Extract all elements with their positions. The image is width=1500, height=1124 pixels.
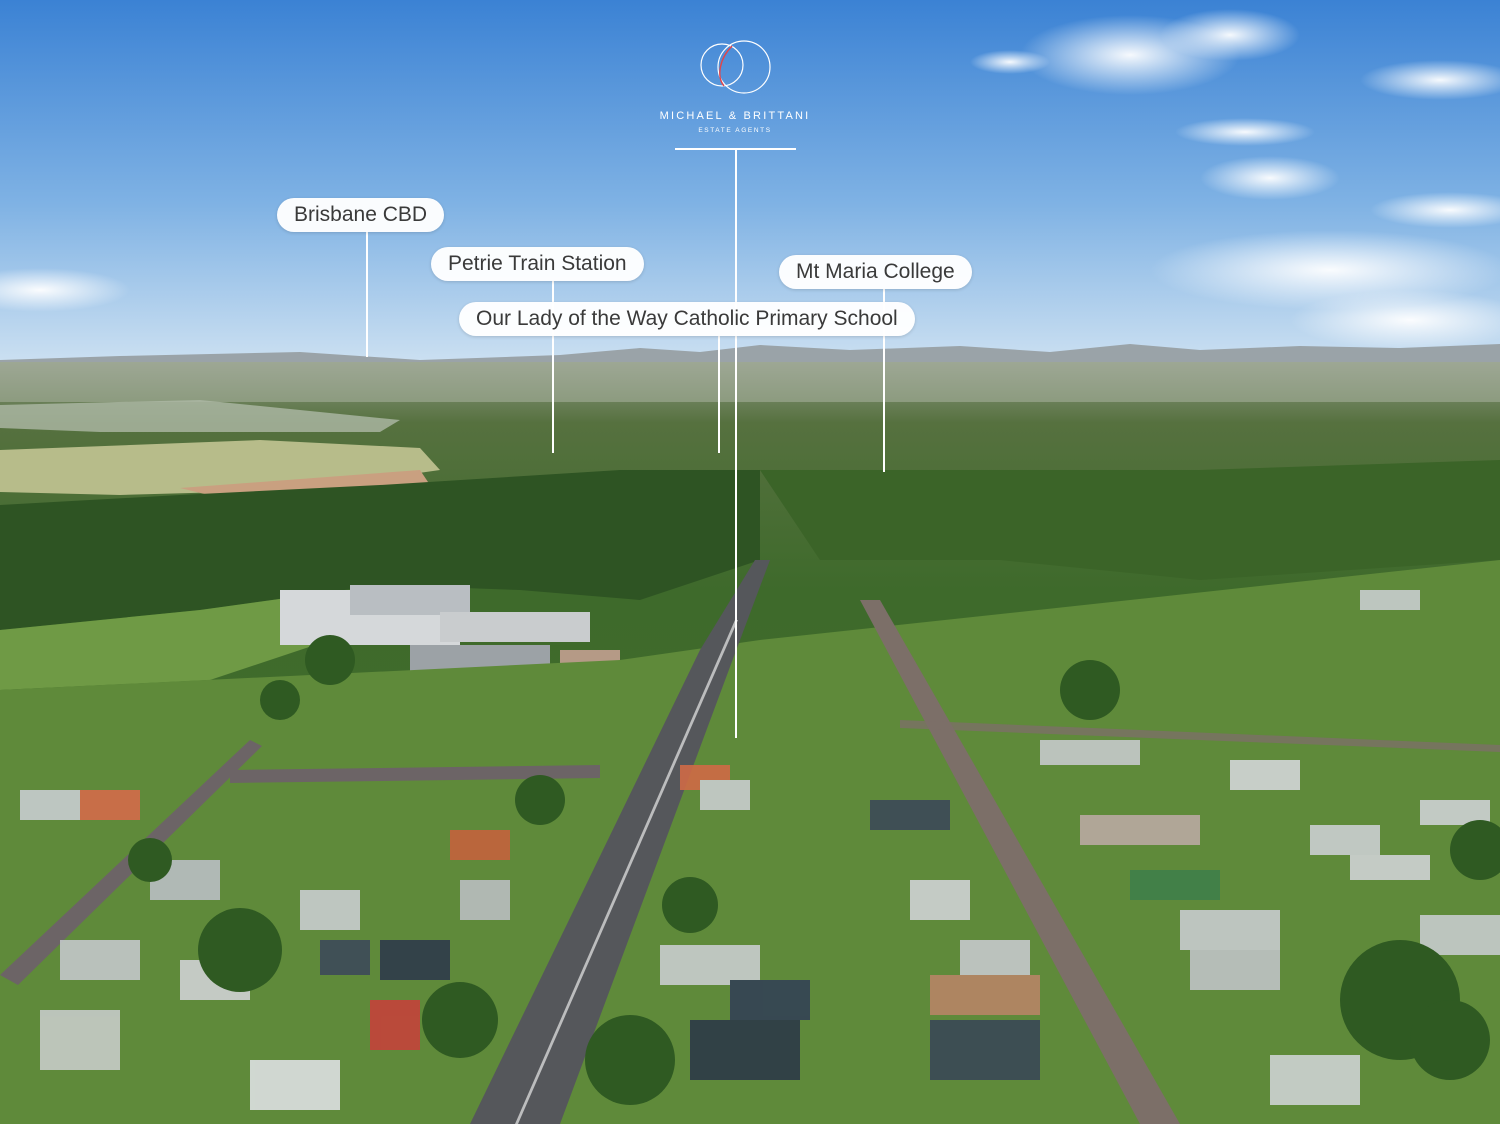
petrie-train-station-label: Petrie Train Station	[431, 247, 644, 281]
brisbane-cbd-pin	[366, 231, 368, 357]
petrie-train-station-pin	[552, 281, 554, 453]
brand-logo-icon	[700, 40, 771, 94]
brand-rule	[675, 148, 796, 150]
brand-tagline: ESTATE AGENTS	[698, 127, 772, 134]
mt-maria-college-label: Mt Maria College	[779, 255, 972, 289]
our-lady-school-pin	[718, 336, 720, 453]
brisbane-cbd-label: Brisbane CBD	[277, 198, 445, 232]
our-lady-school-label: Our Lady of the Way Catholic Primary Sch…	[459, 302, 915, 336]
brand-name: MICHAEL & BRITTANI	[659, 110, 811, 122]
mt-maria-college-pin	[883, 289, 885, 472]
property-pin	[735, 150, 737, 738]
